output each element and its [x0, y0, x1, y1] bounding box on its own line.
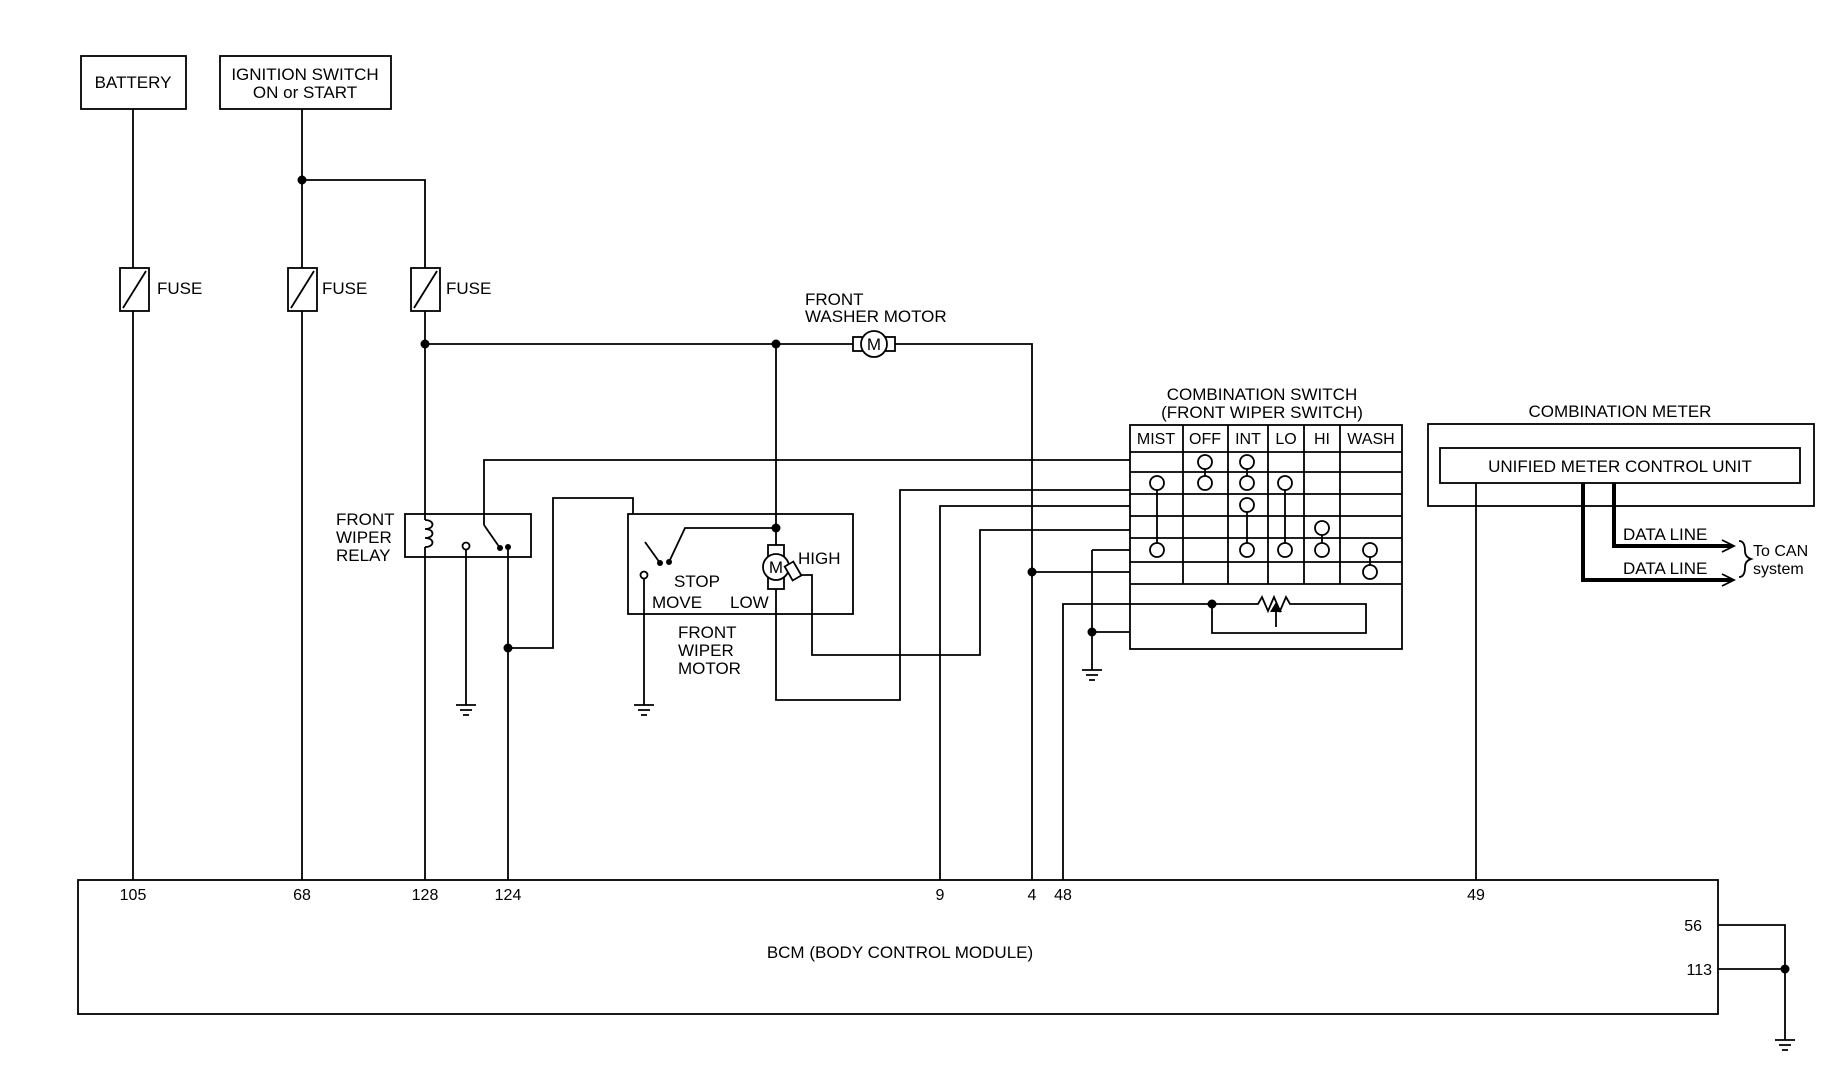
fuse-2-label: FUSE	[322, 279, 367, 298]
bcm-pin-56: 56	[1684, 918, 1702, 935]
fuse-3-label: FUSE	[446, 279, 491, 298]
fuse-1-label: FUSE	[157, 279, 202, 298]
front-wiper-relay: FRONT WIPER RELAY	[336, 510, 532, 716]
ignition-label-line2: ON or START	[253, 83, 357, 102]
wiper-motor-symbol: M	[769, 558, 783, 577]
data-line-2: DATA LINE	[1623, 559, 1707, 578]
battery-label: BATTERY	[95, 73, 172, 92]
switch-col-lo: LO	[1275, 431, 1296, 448]
motor-high-label: HIGH	[798, 549, 841, 568]
bcm-module: BCM (BODY CONTROL MODULE) 105 68 128 124…	[77, 879, 1795, 1051]
relay-label-line3: RELAY	[336, 546, 391, 565]
washer-label-line1: FRONT	[805, 290, 864, 309]
switch-col-mist: MIST	[1137, 431, 1175, 448]
ignition-switch-box: IGNITION SWITCH ON or START	[219, 55, 392, 110]
switch-col-int: INT	[1235, 431, 1261, 448]
motor-move-label: MOVE	[652, 593, 702, 612]
relay-label-line1: FRONT	[336, 510, 395, 529]
bcm-pin-128: 128	[412, 887, 439, 904]
front-wiper-motor: M HIGH STOP MOVE LOW FRONT WIPER MOTOR	[627, 344, 1130, 716]
washer-motor-symbol: M	[867, 335, 881, 354]
data-line-1: DATA LINE	[1623, 525, 1707, 544]
bcm-pin-124: 124	[495, 887, 522, 904]
bcm-pin-48: 48	[1054, 887, 1072, 904]
bcm-pin-113: 113	[1686, 962, 1712, 979]
combo-meter-label: COMBINATION METER	[1529, 402, 1712, 421]
switch-col-off: OFF	[1189, 431, 1221, 448]
motor-stop-label: STOP	[674, 572, 720, 591]
fuse-1: FUSE	[119, 267, 202, 312]
switch-col-hi: HI	[1314, 431, 1330, 448]
fuse-3: FUSE	[410, 267, 491, 312]
meter-unit-label: UNIFIED METER CONTROL UNIT	[1488, 457, 1752, 476]
ignition-label-line1: IGNITION SWITCH	[231, 65, 378, 84]
bcm-label: BCM (BODY CONTROL MODULE)	[767, 943, 1033, 962]
washer-label-line2: WASHER MOTOR	[805, 307, 947, 326]
front-washer-motor: FRONT WASHER MOTOR M	[805, 290, 947, 358]
bcm-pin-9: 9	[936, 887, 945, 904]
can-label-line1: To CAN	[1753, 543, 1808, 560]
combo-switch-label-line2: (FRONT WIPER SWITCH)	[1161, 403, 1363, 422]
combination-meter: COMBINATION METER UNIFIED METER CONTROL …	[1427, 402, 1815, 880]
bcm-pin-105: 105	[120, 887, 147, 904]
can-label-line2: system	[1753, 561, 1804, 578]
wiper-motor-label-line1: FRONT	[678, 623, 737, 642]
power-wiring	[132, 109, 1037, 880]
relay-label-line2: WIPER	[336, 528, 392, 547]
bcm-pin-68: 68	[293, 887, 311, 904]
wiper-motor-label-line3: MOTOR	[678, 659, 741, 678]
wiper-motor-label-line2: WIPER	[678, 641, 734, 660]
switch-col-wash: WASH	[1347, 431, 1394, 448]
fuse-2: FUSE	[287, 267, 367, 312]
bcm-pin-49: 49	[1467, 887, 1485, 904]
motor-low-label: LOW	[730, 593, 769, 612]
bcm-pin-4: 4	[1028, 887, 1037, 904]
combo-switch-label-line1: COMBINATION SWITCH	[1167, 385, 1357, 404]
combination-switch: COMBINATION SWITCH (FRONT WIPER SWITCH) …	[939, 385, 1403, 880]
battery-box: BATTERY	[80, 55, 187, 110]
